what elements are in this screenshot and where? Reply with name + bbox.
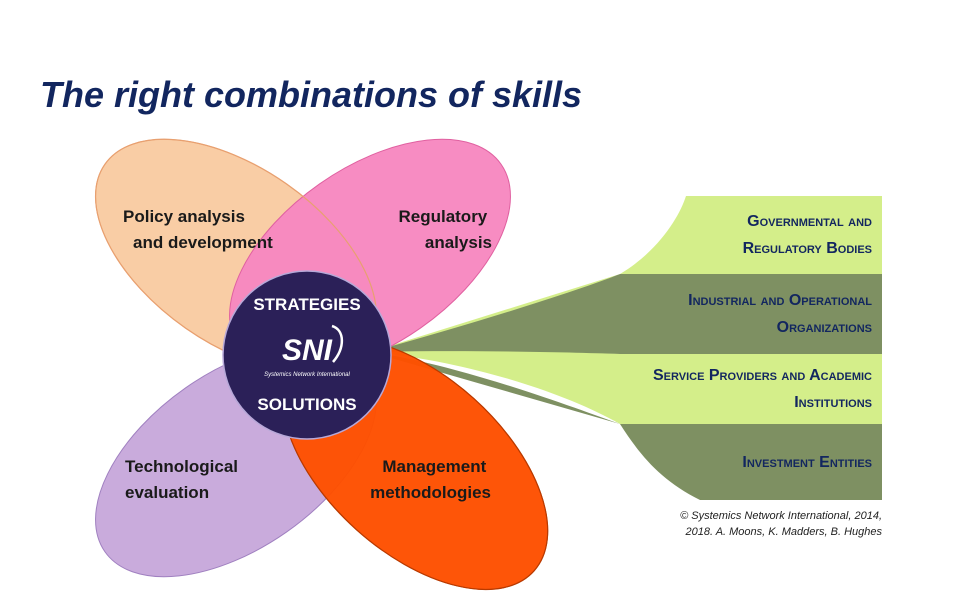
petal-regulatory-label: Regulatory analysis <box>398 207 492 252</box>
funnel-band-service <box>370 351 882 424</box>
funnel-band-investment <box>370 352 882 500</box>
page-title: The right combinations of skills <box>40 74 583 115</box>
petal-policy-label: Policy analysis and development <box>123 207 273 252</box>
hub-strategies-label: STRATEGIES <box>253 295 360 314</box>
funnel-band-industrial <box>370 274 882 354</box>
copyright-line: © Systemics Network International, 2014, <box>680 510 882 522</box>
svg-text:Systemics Network Internationa: Systemics Network International <box>264 372 350 378</box>
stakeholder-industrial: Industrial and Operational Organizations <box>615 274 882 354</box>
stakeholder-line: Industrial and Operational <box>688 292 872 309</box>
stakeholder-service: Service Providers and Academic Instituti… <box>615 354 882 424</box>
stakeholder-line: Service Providers and Academic <box>652 367 872 384</box>
petal-technological-label: Technological evaluation <box>125 457 243 502</box>
stakeholder-investment: Investment Entities <box>615 424 882 500</box>
stakeholder-line: Institutions <box>794 394 872 411</box>
stakeholder-funnel <box>370 196 882 500</box>
sni-logo: SNI Systemics Network International <box>264 324 351 378</box>
hub-circle <box>222 270 392 440</box>
stakeholder-line: Regulatory Bodies <box>742 240 872 257</box>
stakeholder-governmental: Governmental and Regulatory Bodies <box>615 196 882 274</box>
hub-solutions-label: SOLUTIONS <box>257 395 356 414</box>
stakeholder-line: Investment Entities <box>742 453 872 471</box>
petal-management-label: Management methodologies <box>370 457 491 502</box>
svg-text:SNI: SNI <box>282 334 333 367</box>
stakeholder-line: Governmental and <box>747 213 872 230</box>
copyright-line: 2018. A. Moons, K. Madders, B. Hughes <box>685 526 882 538</box>
copyright-notice: © Systemics Network International, 2014,… <box>680 508 882 540</box>
stakeholder-line: Organizations <box>776 319 872 336</box>
